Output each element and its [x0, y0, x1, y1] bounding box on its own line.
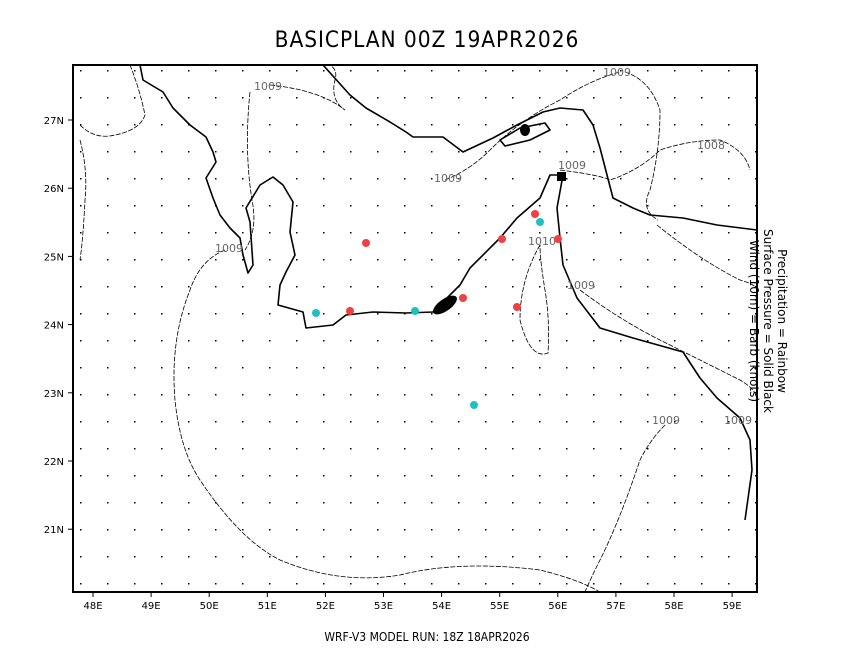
isobar-label: 1009 — [215, 242, 243, 255]
isobar-label: 1009 — [254, 80, 282, 93]
lon-tick-label: 59E — [723, 601, 742, 612]
legend-wind: Wind (10m) = Barb (knots) — [747, 239, 761, 403]
precip-cyan-dot — [470, 401, 478, 409]
precip-red-dot — [346, 307, 354, 315]
lon-axis: 48E 49E 50E 51E 52E 53E 54E 55E 56E 57E 58E 59E — [83, 592, 742, 612]
lon-tick-label: 56E — [548, 601, 567, 612]
legend-pressure: Surface Pressure = Solid Black — [761, 229, 775, 413]
lat-axis: 27N 26N 25N 24N 23N 22N 21N — [44, 116, 73, 536]
isobar-labels: 1009 1009 1008 1009 1009 1009 1010 1009 … — [215, 66, 752, 427]
map-title: BASICPLAN 00Z 19APR2026 — [274, 28, 580, 53]
isobar-label: 1010 — [528, 235, 556, 248]
legend-precip: Precipitation = Rainbow — [775, 249, 789, 393]
precip-cyan-dot — [536, 218, 544, 226]
lat-tick-label: 27N — [44, 116, 64, 127]
lon-tick-label: 51E — [258, 601, 277, 612]
isobar-label: 1009 — [603, 66, 631, 79]
precip-cyan-dot — [411, 307, 419, 315]
lon-tick-label: 55E — [490, 601, 509, 612]
map-legend: Precipitation = Rainbow Surface Pressure… — [747, 221, 789, 421]
lon-tick-label: 57E — [606, 601, 625, 612]
isobar-label: 1009 — [558, 159, 586, 172]
lon-tick-label: 53E — [374, 601, 393, 612]
precip-red-dot — [554, 235, 562, 243]
model-run-label: WRF-V3 MODEL RUN: 18Z 18APR2026 — [324, 630, 530, 644]
lon-tick-label: 48E — [83, 601, 102, 612]
lon-tick-label: 54E — [432, 601, 451, 612]
isobar-label: 1009 — [434, 172, 462, 185]
lat-tick-label: 21N — [44, 525, 64, 536]
lat-tick-label: 24N — [44, 321, 64, 332]
isobar-label: 1009 — [567, 279, 595, 292]
precip-red-dot — [498, 235, 506, 243]
isobar-label: 1009 — [652, 414, 680, 427]
lat-tick-label: 23N — [44, 389, 64, 400]
lon-tick-label: 52E — [316, 601, 335, 612]
islands — [433, 124, 566, 315]
coastline — [139, 65, 757, 521]
precip-markers — [312, 210, 562, 409]
precip-red-dot — [362, 239, 370, 247]
lat-tick-label: 22N — [44, 457, 64, 468]
map-frame — [72, 64, 758, 593]
lat-tick-label: 25N — [44, 252, 64, 263]
lat-tick-label: 26N — [44, 184, 64, 195]
precip-red-dot — [513, 303, 521, 311]
precip-red-dot — [459, 294, 467, 302]
isobars — [79, 65, 757, 592]
wind-barb-grid — [73, 65, 757, 592]
lon-tick-label: 58E — [664, 601, 683, 612]
isobar-label: 1009 — [724, 414, 752, 427]
isobar-label: 1008 — [697, 139, 725, 152]
precip-red-dot — [531, 210, 539, 218]
lon-tick-label: 50E — [200, 601, 219, 612]
precip-cyan-dot — [312, 309, 320, 317]
lon-tick-label: 49E — [142, 601, 161, 612]
